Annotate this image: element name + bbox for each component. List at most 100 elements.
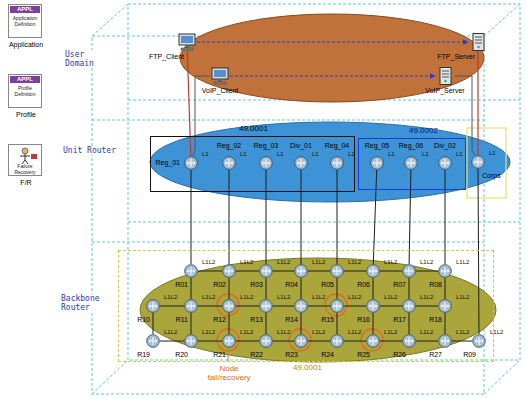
router-icon xyxy=(402,334,416,348)
level-tag: L1L2 xyxy=(384,294,397,301)
level-tag: L1L2 xyxy=(348,329,361,336)
link-line xyxy=(273,341,294,342)
level-tag: L1L2 xyxy=(202,259,215,266)
router-name: R15 xyxy=(321,316,334,324)
link-line xyxy=(337,278,338,299)
link-line xyxy=(266,278,267,299)
router-node: R09L1L2 xyxy=(472,334,486,348)
router-icon xyxy=(330,299,344,313)
router-icon xyxy=(370,156,384,170)
layer-label: Unit Router xyxy=(62,146,124,155)
router-name: R06 xyxy=(357,281,370,289)
icon-label: Application xyxy=(9,41,43,49)
router-node: R17L1L2 xyxy=(402,299,416,313)
link-line xyxy=(191,278,192,299)
router-name: R18 xyxy=(429,316,442,324)
router-node: R07L1L2 xyxy=(402,264,416,278)
router-name: Div_02 xyxy=(434,142,456,150)
link-line xyxy=(452,341,472,342)
host-name: VoIP_Server xyxy=(425,87,464,95)
router-name: R04 xyxy=(285,281,298,289)
router-icon xyxy=(366,334,380,348)
link-line xyxy=(416,271,438,272)
level-tag: L1L2 xyxy=(312,294,325,301)
link-line xyxy=(445,313,446,334)
router-node: R01L1L2 xyxy=(184,264,198,278)
router-icon xyxy=(259,334,273,348)
level-tag: L1L2 xyxy=(384,329,397,336)
link-line xyxy=(308,306,330,307)
pc-icon xyxy=(177,33,197,51)
link-line xyxy=(380,271,402,272)
link-line xyxy=(266,313,267,334)
level-tag: L1 xyxy=(456,151,463,158)
router-icon xyxy=(184,264,198,278)
link-line xyxy=(416,306,438,307)
link-line xyxy=(416,341,438,342)
level-tag: L1L2 xyxy=(277,294,290,301)
link-line xyxy=(380,306,402,307)
area-id: 49.0002 xyxy=(409,127,438,136)
area-box: 49.0001Reg_01L1Reg_02L1Reg_03L1Div_01L1R… xyxy=(150,136,355,192)
user-domain-ellipse xyxy=(180,14,484,102)
level-tag: L1 xyxy=(348,151,355,158)
router-icon xyxy=(330,334,344,348)
router-node: R05L1L2 xyxy=(330,264,344,278)
area-box: 49.0002Reg_05L1Reg_06L1Div_02L1 xyxy=(358,138,466,190)
router-name: Reg_03 xyxy=(254,142,279,150)
leader-line xyxy=(228,353,229,362)
link-line xyxy=(308,271,330,272)
router-name: R27 xyxy=(429,351,442,359)
link-line xyxy=(373,313,374,334)
link-line xyxy=(187,51,191,156)
router-node: R25L1L2 xyxy=(366,334,380,348)
level-tag: L1L2 xyxy=(420,329,433,336)
level-tag: L1 xyxy=(422,151,429,158)
router-name: R02 xyxy=(213,281,226,289)
link-line xyxy=(344,306,366,307)
definition-icon: APPLProfile DefinitionProfile xyxy=(8,74,42,108)
router-icon xyxy=(472,334,486,348)
router-icon xyxy=(222,264,236,278)
router-node: Reg_06L1 xyxy=(404,156,418,170)
router-node: R11L1L2 xyxy=(184,299,198,313)
definition-icon: APPLApplication DefinitionApplication xyxy=(8,4,42,38)
level-tag: L1L2 xyxy=(240,259,253,266)
router-node: Reg_02L1 xyxy=(222,156,236,170)
link-line xyxy=(191,313,192,334)
level-tag: L1L2 xyxy=(312,329,325,336)
link-line xyxy=(229,278,230,299)
router-node: R27L1L2 xyxy=(438,334,452,348)
unit-router-ellipse xyxy=(150,122,510,202)
router-node: R12L1L2 xyxy=(222,299,236,313)
router-node: CorpsL1 xyxy=(471,155,485,169)
router-node: R14L1L2 xyxy=(294,299,308,313)
router-name: R14 xyxy=(285,316,298,324)
router-icon xyxy=(402,264,416,278)
level-tag: L1L2 xyxy=(164,329,177,336)
traffic-flow-arrow xyxy=(197,42,468,43)
router-node: R06L1L2 xyxy=(366,264,380,278)
router-name: Corps xyxy=(482,172,501,180)
router-node: Reg_01L1 xyxy=(184,156,198,170)
layer-label: Backbone Router xyxy=(60,294,110,312)
host-name: FTP_Server xyxy=(437,53,475,61)
router-node: R02L1L2 xyxy=(222,264,236,278)
router-node: R20L1L2 xyxy=(184,334,198,348)
router-name: R11 xyxy=(176,316,188,324)
router-icon xyxy=(330,264,344,278)
icon-label: Profile xyxy=(16,111,36,119)
traffic-flow-arrow xyxy=(230,76,435,77)
link-line xyxy=(273,306,294,307)
router-name: R21 xyxy=(213,351,226,359)
client-host: FTP_Client xyxy=(177,33,197,51)
area-id: 49.0001 xyxy=(239,125,268,134)
icon-caption: Profile Definition xyxy=(10,86,40,97)
level-tag: L1 xyxy=(312,151,319,158)
router-node: Reg_03L1 xyxy=(259,156,273,170)
router-icon xyxy=(146,334,160,348)
router-name: R19 xyxy=(137,351,150,359)
router-icon xyxy=(402,299,416,313)
link-line xyxy=(409,313,410,334)
